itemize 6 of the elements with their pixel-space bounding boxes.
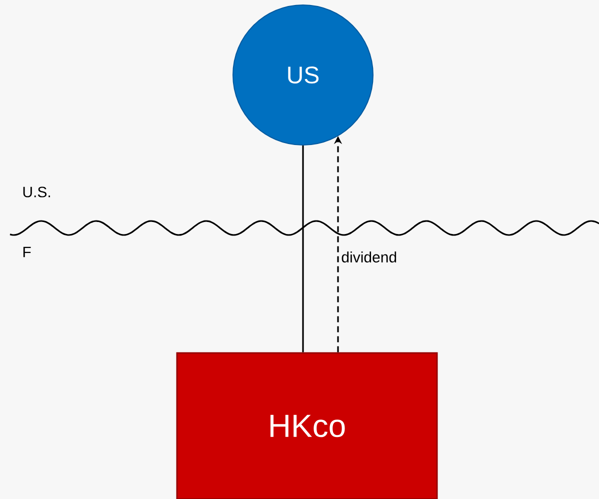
company-box: HKco [176,352,438,499]
circle-node: US [232,4,374,146]
region-label: U.S. [23,186,50,198]
connector-line [302,146,304,352]
edge-label: dividend [342,252,396,262]
region-label: F [23,246,31,258]
